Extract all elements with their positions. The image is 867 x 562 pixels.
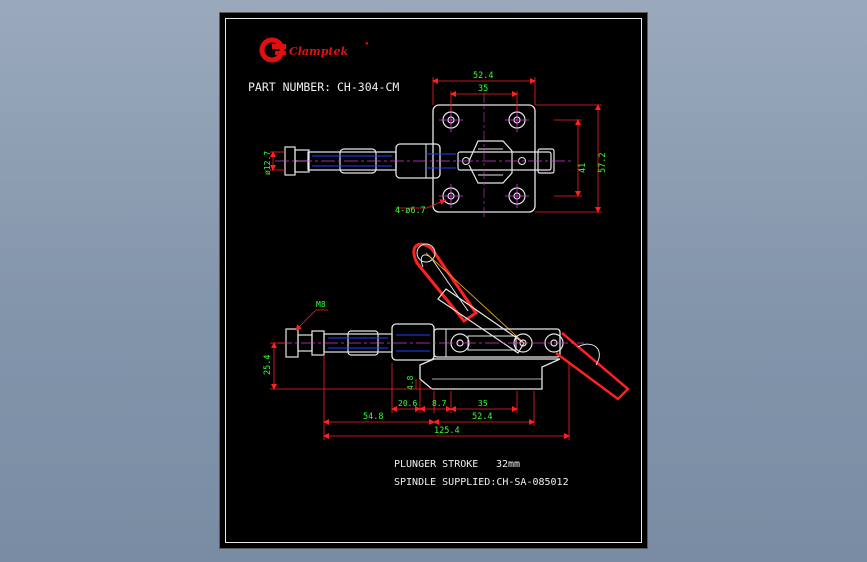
stroke-value: 32mm: [496, 459, 520, 470]
dim-height-inner: 41: [578, 163, 588, 173]
dim-total-length: 125.4: [434, 426, 460, 436]
clamptek-logo: Clamptek ●: [259, 37, 369, 63]
dim-holes: 4-ø6.7: [395, 206, 426, 216]
dim-8-7: 8.7: [432, 399, 447, 408]
registered-mark: ●: [365, 41, 369, 47]
stroke-label: PLUNGER STROKE: [394, 459, 478, 470]
brand-name: Clamptek: [289, 45, 348, 58]
top-view: 52.4 35 41 57.2 ø12.7 4-ø6.7: [263, 71, 608, 218]
drawing-frame: [225, 18, 642, 543]
dim-20-6: 20.6: [398, 399, 417, 408]
cad-drawing: Clamptek ● PART NUMBER: CH-304-CM: [248, 37, 630, 488]
drawing-sheet: Clamptek ● PART NUMBER: CH-304-CM: [219, 12, 648, 549]
dim-height-outer: 57.2: [598, 153, 608, 173]
part-number-label: PART NUMBER:: [248, 80, 331, 94]
dim-52-4: 52.4: [472, 412, 492, 422]
side-view: M8 25.4 4.8 20.6: [263, 242, 630, 440]
notes: PLUNGER STROKE 32mm SPINDLE SUPPLIED:CH-…: [394, 459, 569, 488]
spindle-note: SPINDLE SUPPLIED:CH-SA-085012: [394, 477, 569, 488]
dim-height-side: 25.4: [263, 355, 273, 375]
dim-thread: M8: [316, 300, 326, 309]
part-number-value: CH-304-CM: [337, 80, 399, 94]
dim-35: 35: [478, 399, 488, 408]
dim-offset-vertical: 4.8: [406, 375, 415, 390]
dim-top-width-inner: 35: [478, 84, 488, 94]
dim-54-8: 54.8: [363, 412, 383, 422]
dim-top-width-outer: 52.4: [473, 71, 493, 81]
dim-plunger-dia: ø12.7: [263, 151, 272, 175]
